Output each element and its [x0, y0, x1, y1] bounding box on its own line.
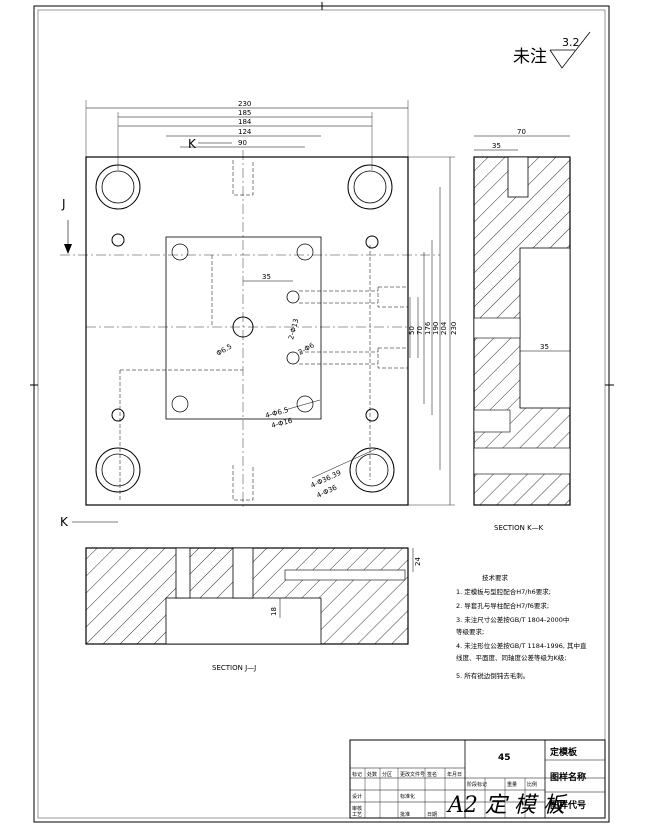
surface-finish-value: 3.2	[562, 36, 580, 49]
plate-outline	[85, 156, 409, 506]
tb-cell-8: 阶段标记	[467, 781, 487, 788]
hole-label-1: 4-Φ16	[270, 417, 293, 430]
cavity-outline	[165, 236, 322, 420]
tb-cell-5: 年月日	[447, 771, 462, 778]
tech-note-0: 1. 定模板与型腔配合H7/h6要求;	[456, 587, 551, 596]
dim-35: 35	[262, 273, 271, 281]
title-block: 45 定模板 图样名称 图样代号 标记 处数 分区 更改文件号 签名 年月日 设…	[349, 739, 606, 819]
tech-note-4: 4. 未注形位公差按GB/T 1184-1996, 其中直	[456, 641, 587, 650]
tb-cell-2: 分区	[382, 771, 392, 778]
dim-right-0: 230	[450, 322, 458, 335]
tb-cell-4: 签名	[427, 771, 437, 778]
section-mark-j: J	[61, 197, 66, 211]
dim-top-0: 230	[238, 100, 251, 108]
hole-label-5: 2-Φ13	[287, 318, 300, 341]
dim-top-2: 184	[238, 118, 252, 126]
dim-right-2: 190	[432, 322, 440, 335]
dim-right-1: 204	[440, 321, 448, 335]
tech-note-6: 5. 所有锐边倒钝去毛刺。	[456, 671, 529, 680]
tech-note-5: 线度、平面度、同轴度公差等级为K级;	[456, 653, 566, 662]
dim-right-3: 176	[424, 321, 432, 335]
hole-label-4: Φ6.5	[215, 342, 233, 357]
title-drawing-name: 图样名称	[550, 771, 586, 783]
guide-bushing-tr	[347, 164, 393, 210]
tb-cell-6: 设计	[352, 793, 362, 800]
section-mark-k-top: K	[188, 137, 197, 151]
tb-cell-11: 审核	[352, 805, 362, 812]
tech-note-3: 等级要求;	[456, 627, 484, 636]
tb-cell-1: 处数	[367, 771, 377, 778]
front-top-dimensions: 230 185 184 124 90	[85, 100, 409, 170]
dim-top-1: 185	[238, 109, 251, 117]
tech-notes: 技术要求 1. 定模板与型腔配合H7/h6要求; 2. 导套孔与导柱配合H7/f…	[456, 573, 587, 680]
dim-top-4: 90	[238, 139, 247, 147]
side-view-title: SECTION K—K	[494, 524, 544, 532]
tb-cell-7: 标准化	[400, 793, 415, 800]
guide-bushing-br	[349, 447, 395, 493]
dim-top-3: 124	[238, 128, 252, 136]
title-part-no: 45	[498, 753, 511, 763]
tb-cell-10: 比例	[527, 781, 537, 788]
tb-cell-14: 日期	[427, 812, 437, 818]
front-view: 230 185 184 124 90 230 204 190 176 70 50…	[60, 100, 458, 529]
surface-finish-note: 未注 3.2	[513, 31, 591, 69]
tech-notes-heading: 技术要求	[482, 573, 509, 582]
title-drawing-no: 图样代号	[550, 799, 586, 811]
side-dim-70: 70	[517, 128, 526, 136]
dim-right-5: 50	[408, 326, 416, 335]
tech-note-2: 3. 未注尺寸公差按GB/T 1804-2000中	[456, 615, 569, 624]
surface-finish-label: 未注	[513, 47, 547, 67]
guide-bushing-tl	[95, 164, 141, 210]
title-stamp: A2 定 模 板	[446, 793, 568, 818]
bottom-dim-24: 24	[414, 557, 422, 566]
guide-bushing-bl	[95, 447, 141, 493]
sprue-hole	[232, 316, 254, 338]
title-name: 定模板	[549, 746, 578, 758]
side-dim-35-top: 35	[492, 142, 501, 150]
tb-cell-12: 工艺	[352, 812, 362, 818]
tech-note-1: 2. 导套孔与导柱配合H7/f6要求;	[456, 601, 549, 610]
dim-right-4: 70	[416, 326, 424, 335]
side-dim-35-mid: 35	[540, 343, 549, 351]
hole-label-6: 2-Φ6	[297, 341, 316, 357]
section-mark-k-bottom: K	[60, 515, 69, 529]
tb-cell-9: 重量	[507, 781, 517, 788]
side-view: 70 35 35 SECTION K—K	[473, 128, 571, 532]
front-right-dimensions: 230 204 190 176 70 50	[408, 156, 458, 506]
tb-cell-13: 批准	[400, 811, 410, 818]
bottom-dim-18: 18	[270, 607, 278, 616]
bottom-view-title: SECTION J—J	[212, 664, 256, 672]
bottom-view: 24 18 SECTION J—J	[85, 547, 422, 672]
tb-cell-3: 更改文件号	[400, 771, 425, 778]
tb-cell-0: 标记	[352, 771, 362, 778]
